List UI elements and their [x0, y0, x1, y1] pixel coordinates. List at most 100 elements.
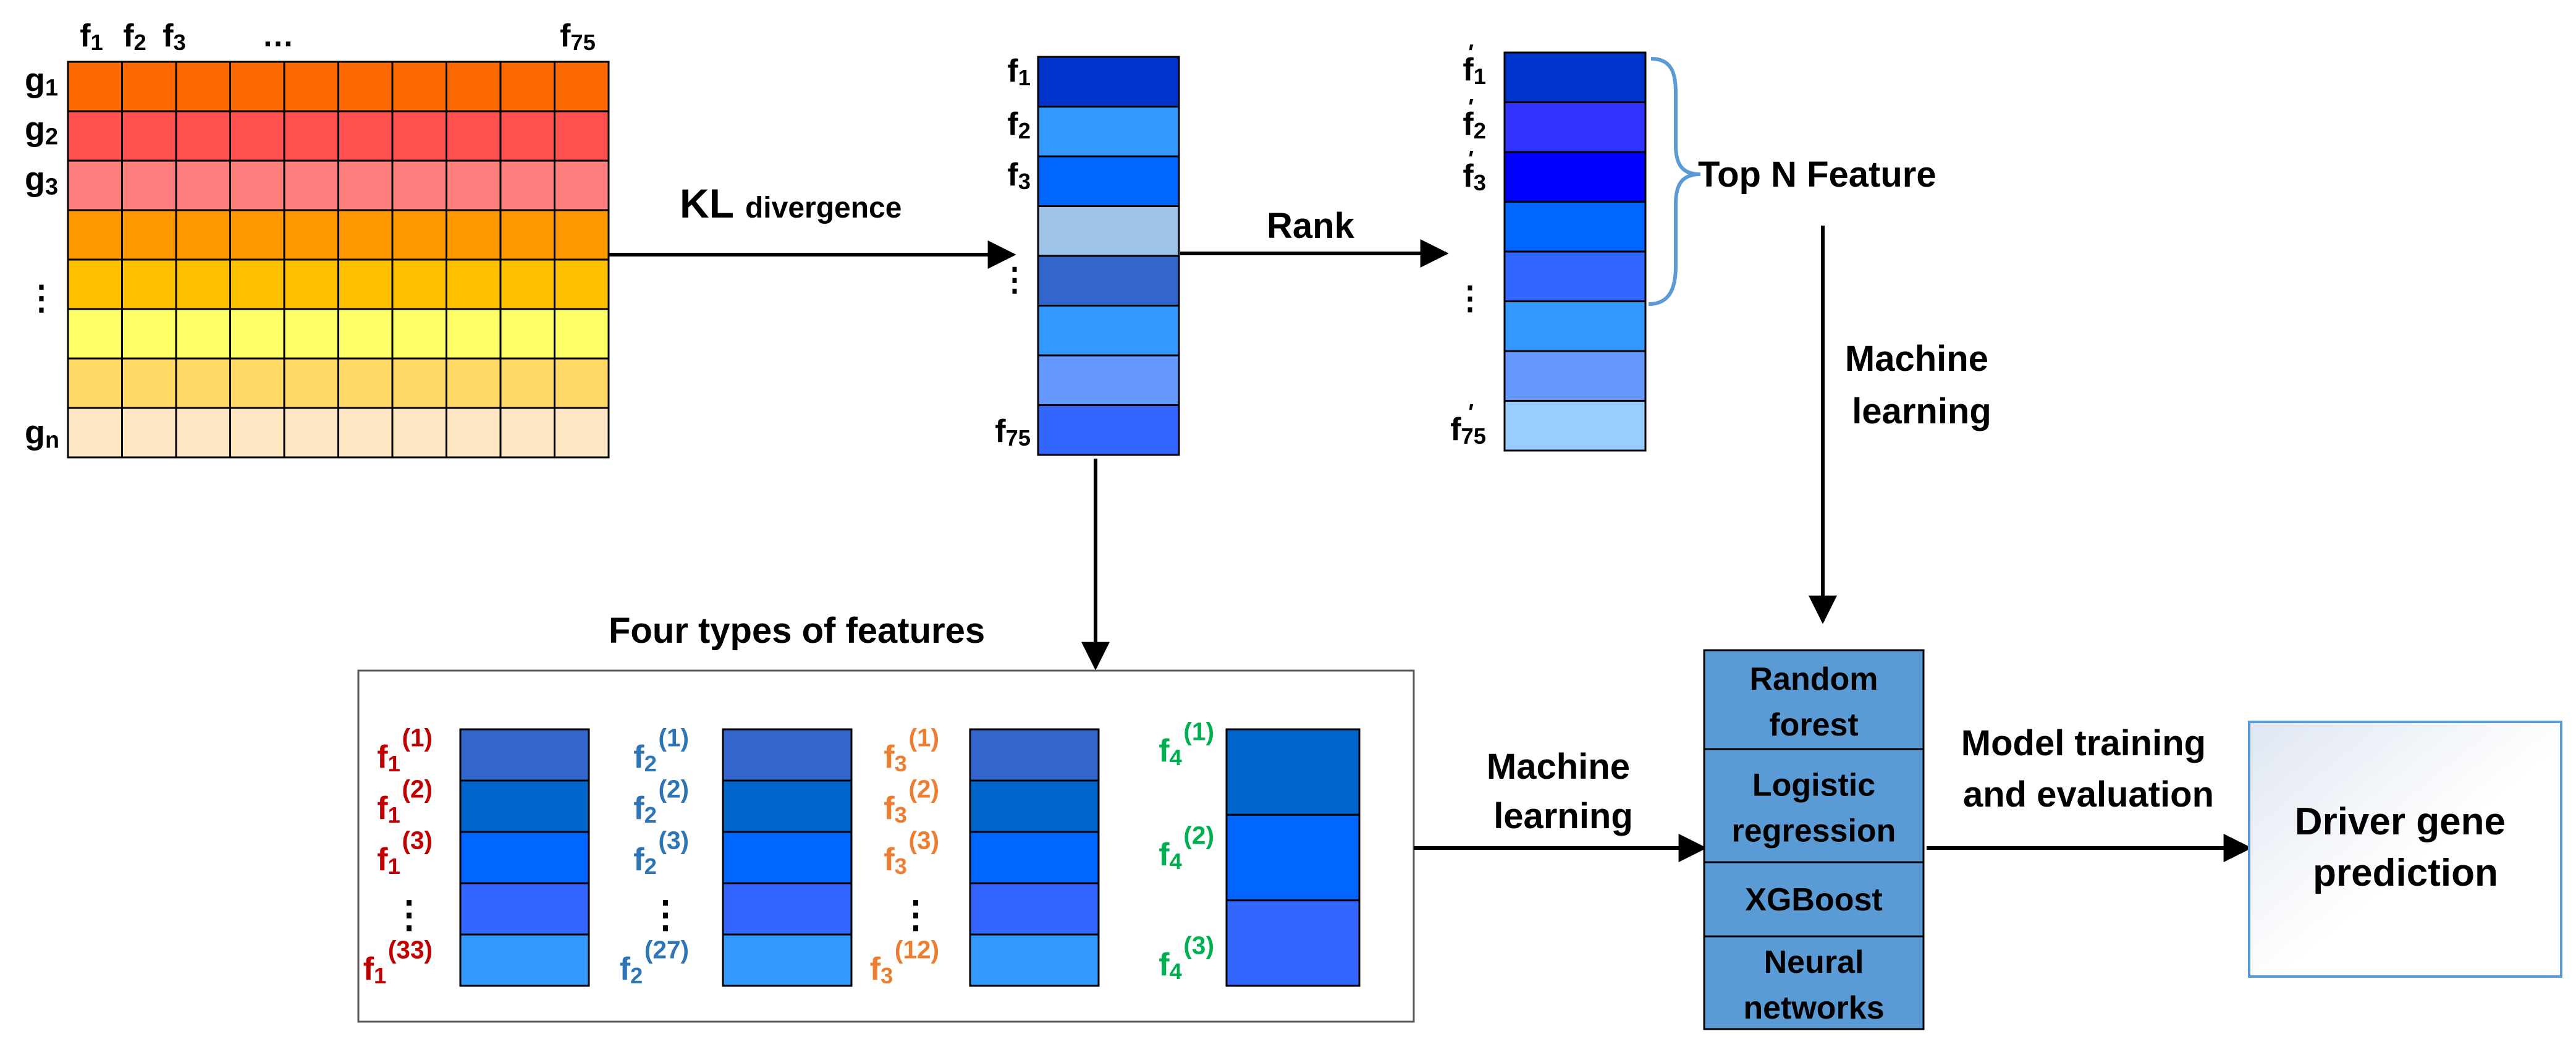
matrix-cell — [283, 110, 339, 162]
vector-label: f3′ — [1463, 146, 1486, 195]
training-label: Model training and evaluation — [1961, 723, 2216, 815]
matrix-cell — [554, 110, 610, 162]
matrix-cell — [67, 407, 123, 459]
feature-label: f1(3) — [377, 826, 433, 880]
matrix-cell — [175, 258, 231, 310]
matrix-cell — [337, 61, 394, 112]
feature-block — [969, 831, 1100, 884]
matrix-cell — [391, 258, 447, 310]
matrix-cell — [337, 407, 394, 459]
matrix-cell — [554, 357, 610, 409]
driver-gene-label: Driver gene prediction — [2295, 800, 2516, 894]
matrix-cell — [175, 357, 231, 409]
kl-feature-vector — [1037, 56, 1180, 456]
feature-block — [1225, 899, 1361, 987]
matrix-cell — [446, 159, 502, 211]
feature-label: f1(1) — [377, 724, 433, 777]
matrix-cell — [446, 209, 502, 261]
matrix-cell — [499, 357, 555, 409]
rank-label: Rank — [1267, 206, 1355, 246]
matrix-cell — [121, 110, 177, 162]
feature-label: f3(12) — [870, 936, 939, 989]
model-label: XGBoost — [1745, 882, 1882, 918]
feature-block — [459, 831, 590, 884]
feature-label: f1(33) — [363, 936, 433, 989]
vector-label: f75′ — [1450, 399, 1486, 449]
top-n-brace — [1648, 57, 1701, 306]
top-n-label: Top N Feature — [1698, 155, 1936, 195]
matrix-cell — [175, 407, 231, 459]
matrix-column-label: f3 — [163, 18, 186, 55]
matrix-cell — [175, 159, 231, 211]
matrix-cell — [554, 61, 610, 112]
vector-cell — [1503, 300, 1647, 352]
vector-cell — [1503, 151, 1647, 203]
matrix-cell — [391, 407, 447, 459]
matrix-cell — [175, 308, 231, 360]
matrix-cell — [121, 159, 177, 211]
expression-matrix — [67, 61, 610, 459]
matrix-cell — [499, 61, 555, 112]
matrix-cell — [229, 110, 285, 162]
matrix-cell — [499, 209, 555, 261]
matrix-cell — [67, 110, 123, 162]
vector-cell — [1037, 404, 1180, 456]
matrix-cell — [499, 258, 555, 310]
ml-label-right: Machine learning — [1845, 339, 1998, 431]
feature-block — [969, 779, 1100, 833]
feature-block — [969, 933, 1100, 987]
feature-label: f3(2) — [884, 775, 939, 828]
matrix-row-label: g2 — [25, 111, 58, 150]
feature-block — [722, 779, 853, 833]
feature-block — [969, 882, 1100, 936]
ranked-feature-vector — [1503, 51, 1647, 452]
matrix-row-label: g1 — [25, 62, 58, 101]
matrix-cell — [446, 258, 502, 310]
vector-cell — [1503, 101, 1647, 153]
feature-label: f2(2) — [633, 775, 689, 828]
feature-label: f4(1) — [1159, 718, 1214, 771]
feature-label: f2(3) — [633, 826, 689, 880]
vector-label: f3 — [1007, 157, 1031, 194]
matrix-cell — [229, 407, 285, 459]
feature-block — [459, 728, 590, 782]
matrix-column-label: … — [262, 18, 294, 54]
feature-block — [459, 882, 590, 936]
matrix-cell — [499, 110, 555, 162]
matrix-cell — [67, 308, 123, 360]
vector-cell — [1037, 305, 1180, 357]
matrix-cell — [554, 209, 610, 261]
vertical-ellipsis: ⋮ — [897, 894, 934, 935]
vector-cell — [1503, 51, 1647, 103]
model-box — [1703, 861, 1925, 938]
model-box — [1703, 649, 1925, 750]
matrix-cell — [337, 159, 394, 211]
vector-cell — [1037, 106, 1180, 158]
matrix-cell — [283, 258, 339, 310]
matrix-cell — [391, 357, 447, 409]
matrix-cell — [121, 407, 177, 459]
matrix-cell — [283, 308, 339, 360]
matrix-cell — [175, 61, 231, 112]
matrix-cell — [67, 61, 123, 112]
matrix-cell — [229, 159, 285, 211]
vector-cell — [1037, 354, 1180, 406]
feature-label: f4(3) — [1159, 931, 1214, 985]
matrix-cell — [283, 209, 339, 261]
matrix-cell — [391, 209, 447, 261]
matrix-cell — [499, 308, 555, 360]
matrix-cell — [67, 159, 123, 211]
feature-groups: f1(1)f1(2)f1(3)f1(33)⋮f2(1)f2(2)f2(3)f2(… — [363, 718, 1361, 989]
matrix-cell — [121, 258, 177, 310]
vector-cell — [1037, 205, 1180, 257]
vector-label: f75 — [995, 413, 1031, 451]
matrix-cell — [229, 357, 285, 409]
matrix-cell — [554, 407, 610, 459]
feature-block — [969, 728, 1100, 782]
matrix-cell — [283, 357, 339, 409]
